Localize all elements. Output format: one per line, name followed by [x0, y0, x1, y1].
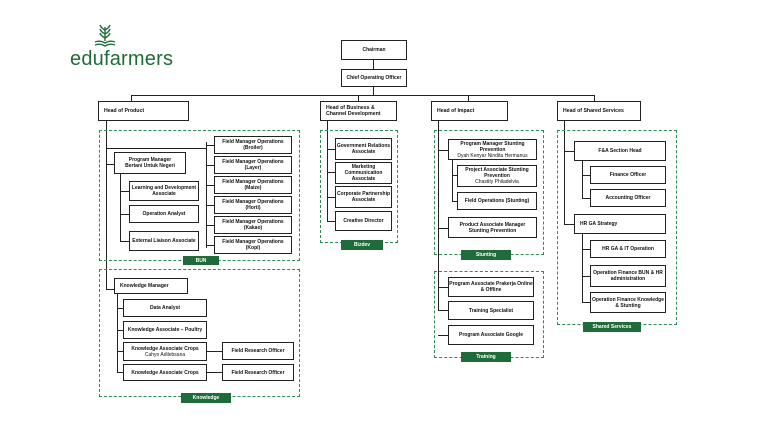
- accounting-officer: Accounting Officer: [590, 189, 666, 207]
- fmo-horti: Field Manager Operations (Horti): [214, 196, 292, 214]
- stunting-field-operations: Field Operations (Stunting): [457, 192, 537, 210]
- head-of-impact: Head of Impact: [431, 101, 508, 121]
- head-of-bizdev: Head of Business & Channel Development: [320, 101, 397, 121]
- gov-relations: Government Relations Associate: [335, 138, 392, 160]
- bun-operation-analyst: Operation Analyst: [129, 205, 199, 223]
- bun-external-liaison: External Liaison Associate: [129, 231, 199, 251]
- knowledge-tag: Knowledge: [181, 393, 231, 403]
- field-research-officer-1: Field Research Officer: [222, 342, 294, 360]
- training-specialist: Training Specialist: [448, 301, 534, 320]
- bun-lda: Learning and Development Associate: [129, 181, 199, 201]
- bun-tag: BUN: [183, 256, 219, 265]
- data-analyst: Data Analyst: [123, 299, 207, 317]
- operation-finance-bun: Operation Finance BUN & HR administratio…: [590, 265, 666, 287]
- knowledge-associate-poultry: Knowledge Associate – Poultry: [123, 321, 207, 339]
- head-of-shared-services: Head of Shared Services: [557, 101, 641, 121]
- wheat-book-icon: [94, 24, 116, 47]
- finance-officer: Finance Officer: [590, 166, 666, 184]
- marcomm: Marketing Communication Associate: [335, 162, 392, 184]
- knowledge-associate-crops-2: Knowledge Associate Crops: [123, 364, 207, 381]
- hr-ga-strategy: HR GA Strategy: [574, 214, 666, 234]
- chairman-box: Chairman: [341, 40, 407, 60]
- program-associate-prakerja: Program Associate Prakerja Online & Offl…: [448, 277, 534, 297]
- coo-box: Chief Operating Officer: [341, 69, 407, 87]
- fmo-maize: Field Manager Operations (Maize): [214, 176, 292, 194]
- head-of-product: Head of Product: [98, 101, 189, 121]
- logo-text: edufarmers: [70, 48, 174, 70]
- fmo-broiler: Field Manager Operations (Broiler): [214, 136, 292, 154]
- training-tag: Training: [461, 352, 511, 362]
- fmo-kakao: Field Manager Operations (Kakao): [214, 216, 292, 234]
- shared-services-tag: Shared Services: [583, 322, 641, 332]
- corp-partnership: Corporate Partnership Associate: [335, 186, 392, 208]
- fmo-layer: Field Manager Operations (Layer): [214, 156, 292, 174]
- fmo-kopi: Field Manager Operations (Kopi): [214, 236, 292, 254]
- field-research-officer-2: Field Research Officer: [222, 364, 294, 381]
- stunting-tag: Stunting: [461, 250, 511, 260]
- program-associate-google: Program Associate Google: [448, 325, 534, 345]
- stunting-product-associate-manager: Product Associate Manager Stunting Preve…: [448, 217, 537, 238]
- bizdev-tag: Bizdev: [341, 240, 383, 250]
- operation-finance-knowledge: Operation Finance Knowledge & Stunting: [590, 292, 666, 313]
- knowledge-manager: Knowledge Manager: [114, 278, 188, 294]
- creative-director: Creative Director: [335, 211, 392, 231]
- hr-ga-it-operation: HR GA & IT Operation: [590, 240, 666, 258]
- fa-section-head: F&A Section Head: [574, 141, 666, 161]
